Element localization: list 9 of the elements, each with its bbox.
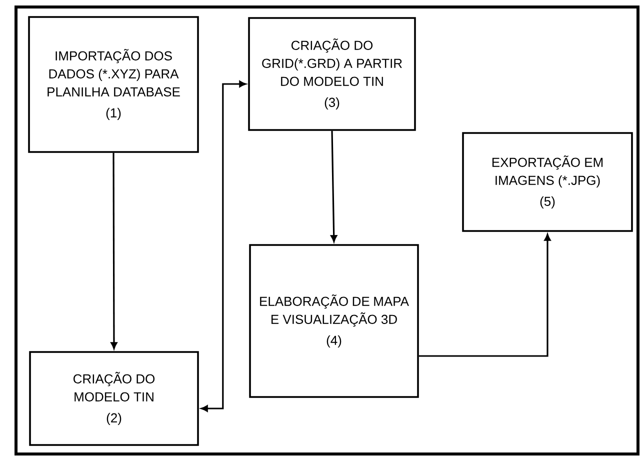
arrow [200,80,246,412]
process-box: ELABORAÇÃO DE MAPA E VISUALIZAÇÃO 3D (4) [249,244,419,398]
process-box: EXPORTAÇÃO EM IMAGENS (*.JPG) (5) [462,132,633,232]
process-box: IMPORTAÇÃO DOS DADOS (*.XYZ) PARA PLANILHA DATABASE (1) [28,16,199,153]
arrow [418,234,551,357]
process-box: CRIAÇÃO DO MODELO TIN (2) [29,351,199,446]
process-box: CRIAÇÃO DO GRID(*.GRD) A PARTIR DO MODELO TIN (3) [248,17,416,131]
arrow [330,130,338,242]
arrow [110,152,118,350]
